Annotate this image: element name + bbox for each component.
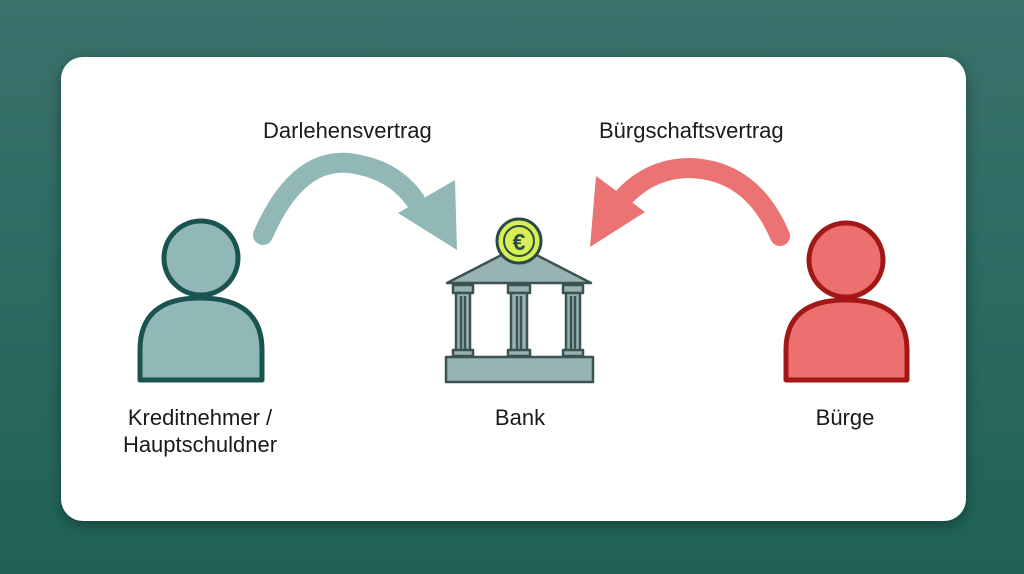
- guarantee-contract-label: Bürgschaftsvertrag: [599, 118, 784, 143]
- borrower-person-icon: [137, 218, 265, 383]
- euro-coin-icon: €: [495, 217, 543, 265]
- loan-arrow: [253, 152, 457, 250]
- bank-label: Bank: [494, 405, 546, 430]
- guarantee-arrow: [590, 157, 790, 247]
- guarantor-label: Bürge: [815, 405, 875, 430]
- bank-icon: [444, 244, 595, 384]
- guarantor-person-icon: [783, 220, 910, 383]
- borrower-label-line2: Hauptschuldner: [122, 432, 278, 457]
- borrower-label-line1: Kreditnehmer /: [127, 405, 273, 430]
- borrower-label: Kreditnehmer / Hauptschuldner: [100, 404, 300, 458]
- currency-symbol: €: [513, 229, 526, 255]
- loan-contract-label: Darlehensvertrag: [263, 118, 432, 143]
